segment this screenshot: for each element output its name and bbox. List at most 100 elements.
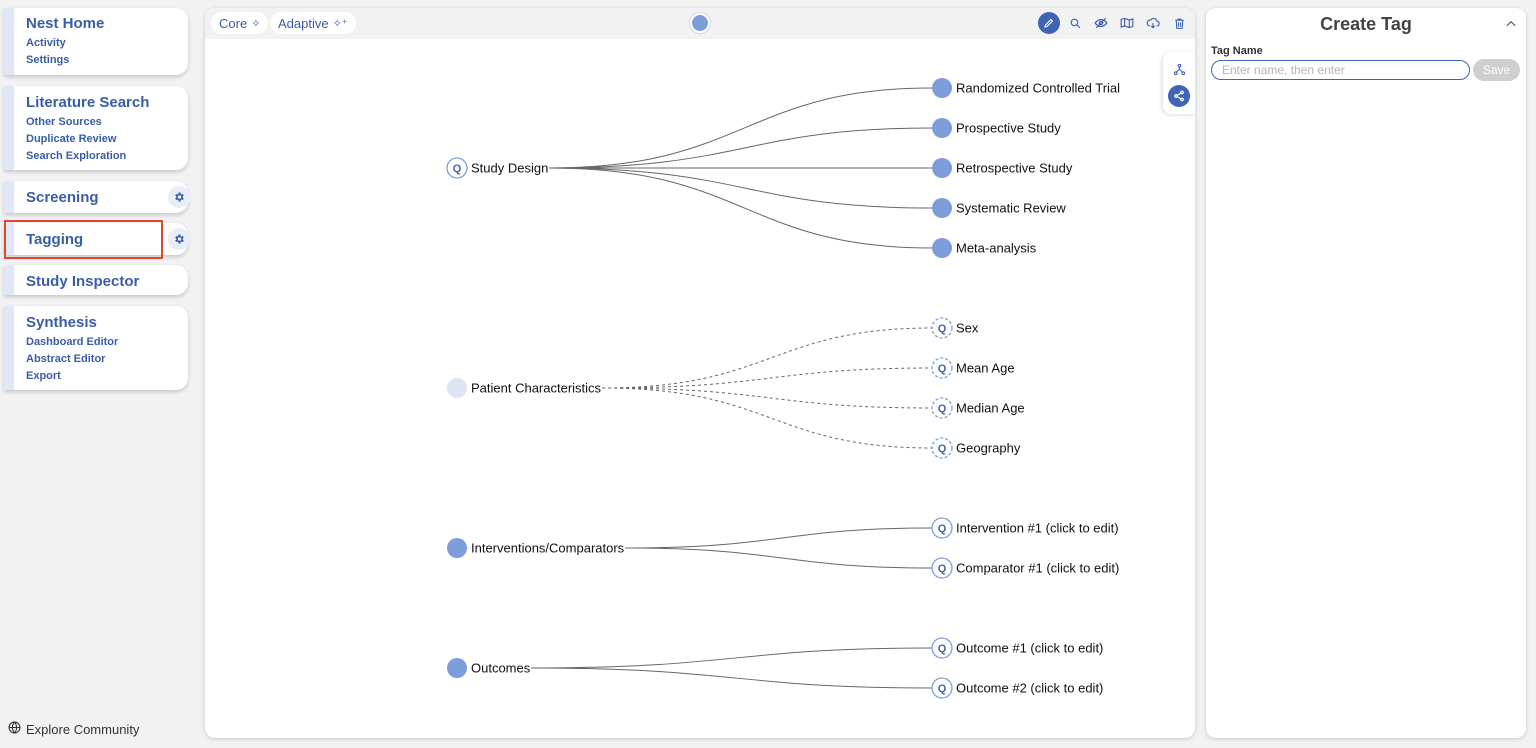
synthesis-card: Synthesis Dashboard Editor Abstract Edit… — [4, 306, 188, 390]
graph-edge — [549, 167, 933, 209]
screening-link[interactable]: Screening — [26, 189, 99, 206]
tag-node-mean-age[interactable]: Q — [931, 357, 953, 379]
tag-label-comparator-1-click-to-edit[interactable]: Comparator #1 (click to edit) — [956, 561, 1119, 576]
adaptive-toggle[interactable]: Adaptive ✧⁺ — [270, 12, 356, 34]
literature-search-card: Literature Search Other Sources Duplicat… — [4, 86, 188, 170]
graph-edge — [531, 667, 933, 689]
study-inspector-card[interactable]: Study Inspector — [4, 265, 188, 295]
tag-graph[interactable]: Q Study Design Randomized Controlled Trial… — [205, 8, 1195, 738]
svg-text:Q: Q — [938, 523, 947, 535]
svg-text:Q: Q — [938, 443, 947, 455]
abstract-editor-link[interactable]: Abstract Editor — [26, 353, 106, 365]
tag-label-patient-characteristics[interactable]: Patient Characteristics — [471, 381, 602, 396]
svg-text:Q: Q — [938, 403, 947, 415]
tag-label-prospective-study[interactable]: Prospective Study — [956, 121, 1061, 136]
tag-graph-canvas[interactable]: Core ✧ Adaptive ✧⁺ — [205, 8, 1195, 738]
graph-edge — [549, 167, 933, 249]
nest-home-card: Nest Home Activity Settings — [4, 8, 188, 75]
tag-label-systematic-review[interactable]: Systematic Review — [956, 201, 1066, 216]
tag-name-input[interactable] — [1211, 60, 1470, 80]
tag-label-sex[interactable]: Sex — [956, 321, 979, 336]
tag-label-meta-analysis[interactable]: Meta-analysis — [956, 241, 1037, 256]
svg-text:Q: Q — [938, 323, 947, 335]
tag-label-intervention-1-click-to-edit[interactable]: Intervention #1 (click to edit) — [956, 521, 1119, 536]
create-tag-title: Create Tag — [1320, 14, 1412, 34]
graph-edge — [625, 527, 933, 549]
export-link[interactable]: Export — [26, 370, 61, 382]
tagging-card[interactable]: Tagging — [4, 223, 190, 255]
svg-text:Q: Q — [938, 643, 947, 655]
graph-edge — [602, 387, 933, 449]
tag-label-outcome-1-click-to-edit[interactable]: Outcome #1 (click to edit) — [956, 641, 1103, 656]
tag-node-systematic-review[interactable] — [932, 198, 952, 218]
sparkle-icon: ✧ — [251, 17, 261, 30]
svg-text:Q: Q — [453, 163, 462, 175]
root-node-indicator[interactable] — [690, 13, 710, 33]
screening-card[interactable]: Screening — [4, 181, 190, 213]
save-button[interactable]: Save — [1473, 59, 1520, 81]
explore-community-link[interactable]: Explore Community — [8, 721, 139, 737]
svg-text:Q: Q — [938, 683, 947, 695]
tag-label-mean-age[interactable]: Mean Age — [956, 361, 1015, 376]
explore-community-label: Explore Community — [26, 721, 140, 737]
adaptive-label: Adaptive — [278, 15, 329, 31]
tag-node-randomized-controlled-trial[interactable] — [932, 78, 952, 98]
tag-node-intervention-1-click-to-edit[interactable]: Q — [931, 517, 953, 539]
tagging-highlight-box — [4, 220, 163, 259]
hierarchy-icon[interactable] — [1168, 58, 1190, 80]
edit-icon[interactable] — [1038, 12, 1060, 34]
dashboard-editor-link[interactable]: Dashboard Editor — [26, 336, 119, 348]
tag-label-randomized-controlled-trial[interactable]: Randomized Controlled Trial — [956, 81, 1120, 96]
tag-node-median-age[interactable]: Q — [931, 397, 953, 419]
tag-node-outcome-2-click-to-edit[interactable]: Q — [931, 677, 953, 699]
map-icon[interactable] — [1116, 12, 1138, 34]
tag-node-sex[interactable]: Q — [931, 317, 953, 339]
chevron-up-icon[interactable] — [1504, 17, 1518, 36]
settings-link[interactable]: Settings — [26, 54, 70, 66]
tag-label-interventions-comparators[interactable]: Interventions/Comparators — [471, 541, 625, 556]
tag-label-median-age[interactable]: Median Age — [956, 401, 1025, 416]
tag-node-study-design[interactable]: Q — [446, 157, 468, 179]
activity-link[interactable]: Activity — [26, 37, 66, 49]
literature-search-link[interactable]: Literature Search — [26, 94, 150, 111]
graph-edge — [549, 87, 933, 169]
nest-home-link[interactable]: Nest Home — [26, 15, 105, 32]
tag-node-outcomes[interactable] — [447, 658, 467, 678]
tag-label-study-design[interactable]: Study Design — [471, 161, 548, 176]
globe-icon — [8, 721, 21, 737]
core-toggle[interactable]: Core ✧ — [211, 12, 269, 34]
other-sources-link[interactable]: Other Sources — [26, 116, 102, 128]
study-inspector-link[interactable]: Study Inspector — [26, 273, 140, 290]
screening-settings-gear-icon[interactable] — [168, 186, 190, 208]
trash-icon[interactable] — [1168, 12, 1190, 34]
tag-node-comparator-1-click-to-edit[interactable]: Q — [931, 557, 953, 579]
tag-node-meta-analysis[interactable] — [932, 238, 952, 258]
tag-node-prospective-study[interactable] — [932, 118, 952, 138]
graph-edge — [625, 547, 933, 569]
tag-node-geography[interactable]: Q — [931, 437, 953, 459]
svg-text:Q: Q — [938, 363, 947, 375]
tagging-link[interactable]: Tagging — [26, 231, 84, 248]
tagging-settings-gear-icon[interactable] — [168, 228, 190, 250]
hide-icon[interactable] — [1090, 12, 1112, 34]
svg-text:Q: Q — [938, 563, 947, 575]
tag-label-retrospective-study[interactable]: Retrospective Study — [956, 161, 1073, 176]
tag-label-outcome-2-click-to-edit[interactable]: Outcome #2 (click to edit) — [956, 681, 1103, 696]
search-exploration-link[interactable]: Search Exploration — [26, 150, 127, 162]
tag-label-outcomes[interactable]: Outcomes — [471, 661, 531, 676]
duplicate-review-link[interactable]: Duplicate Review — [26, 133, 117, 145]
search-icon[interactable] — [1064, 12, 1086, 34]
share-icon[interactable] — [1168, 85, 1190, 107]
tag-label-geography[interactable]: Geography — [956, 441, 1021, 456]
core-label: Core — [219, 15, 248, 31]
tag-node-retrospective-study[interactable] — [932, 158, 952, 178]
tag-node-patient-characteristics[interactable] — [447, 378, 467, 398]
tag-name-label: Tag Name — [1211, 45, 1263, 57]
synthesis-link[interactable]: Synthesis — [26, 314, 97, 331]
sidebar: Nest Home Activity Settings Literature S… — [0, 0, 200, 748]
graph-edge — [602, 327, 933, 389]
cloud-download-icon[interactable] — [1142, 12, 1164, 34]
tag-node-interventions-comparators[interactable] — [447, 538, 467, 558]
tag-node-outcome-1-click-to-edit[interactable]: Q — [931, 637, 953, 659]
sparkles-icon: ✧⁺ — [332, 17, 348, 30]
